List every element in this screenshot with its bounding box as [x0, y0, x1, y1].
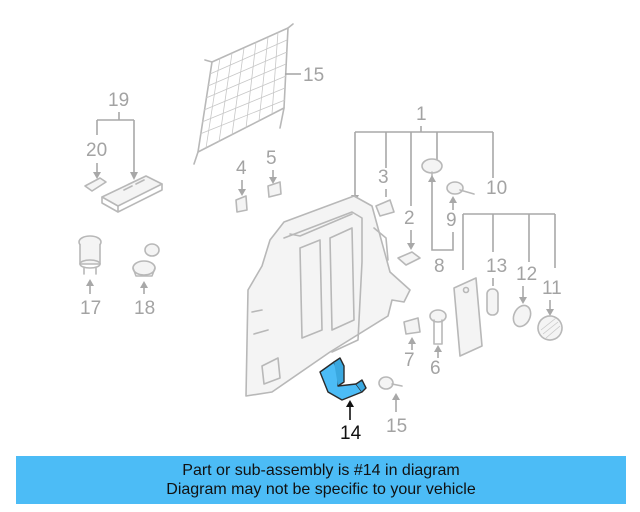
callout-8: 8: [434, 256, 445, 277]
clip-part-7: [403, 317, 421, 335]
callout-4: 4: [236, 158, 247, 179]
leader-arrow: [93, 172, 101, 179]
leader-arrow: [392, 393, 400, 400]
cover-panel-part-10: [453, 277, 483, 357]
callout-12: 12: [516, 264, 537, 285]
leader-arrow: [86, 279, 94, 286]
callout-1: 1: [416, 104, 427, 125]
bracket-part-20: [84, 177, 107, 192]
leader-arrow: [238, 189, 246, 196]
callout-15: 15: [386, 416, 407, 437]
leader-arrow: [130, 172, 138, 180]
callout-16: 15: [303, 65, 324, 86]
leader-arrow: [449, 196, 457, 203]
push-pin-part-8: [421, 158, 443, 183]
leader-arrow: [519, 297, 527, 304]
callout-11: 11: [542, 278, 562, 299]
callout-5: 5: [266, 148, 277, 169]
clip-part-5: [267, 181, 282, 198]
parts-diagram: 15 19 20 4 5 1 3 2 9 8: [78, 23, 563, 444]
callout-9: 9: [446, 210, 457, 231]
leader-arrow: [140, 281, 148, 288]
callout-17: 17: [80, 298, 101, 319]
leader-line: [462, 213, 556, 270]
leader-arrow: [434, 345, 442, 352]
leader-arrow: [546, 309, 554, 316]
callout-14: 14: [340, 423, 362, 444]
callout-10: 10: [486, 178, 507, 199]
bolt-part-6: [429, 309, 447, 345]
cover-part-11: [537, 315, 563, 341]
callout-20: 20: [86, 140, 107, 161]
callout-13: 13: [486, 256, 507, 277]
banner-line-disclaimer: Diagram may not be specific to your vehi…: [166, 481, 476, 498]
highlighted-bracket-part-14: [319, 357, 367, 401]
callout-2: 2: [404, 208, 415, 229]
clip-part-2: [397, 251, 421, 266]
socket-part-17: [78, 235, 102, 275]
leader-arrow: [407, 243, 415, 250]
leader-arrow: [428, 175, 436, 182]
quarter-trim-panel: [245, 195, 411, 397]
cargo-net-part: [193, 23, 294, 165]
leader-line: [354, 126, 494, 206]
leader-arrow: [408, 337, 416, 344]
info-banner: Part or sub-assembly is #14 in diagram D…: [16, 456, 626, 504]
clip-part-4: [235, 195, 248, 213]
leader-arrow: [269, 177, 277, 184]
leader-arrow: [346, 400, 354, 407]
push-pin-part-9: [446, 181, 475, 195]
callout-18: 18: [134, 298, 155, 319]
cover-part-12: [512, 304, 532, 328]
callout-6: 6: [430, 358, 441, 379]
screw-part-15: [378, 376, 403, 390]
cap-part-18: [132, 243, 160, 277]
banner-line-part-number: Part or sub-assembly is #14 in diagram: [182, 462, 460, 479]
callout-7: 7: [404, 350, 415, 371]
leader-line: [431, 180, 454, 251]
callout-19: 19: [108, 90, 129, 111]
plug-part-13: [486, 288, 499, 316]
callout-3: 3: [378, 167, 389, 188]
trim-bracket-part-19: [101, 175, 163, 213]
leader-line: [96, 112, 135, 176]
clip-part-3: [375, 199, 395, 217]
